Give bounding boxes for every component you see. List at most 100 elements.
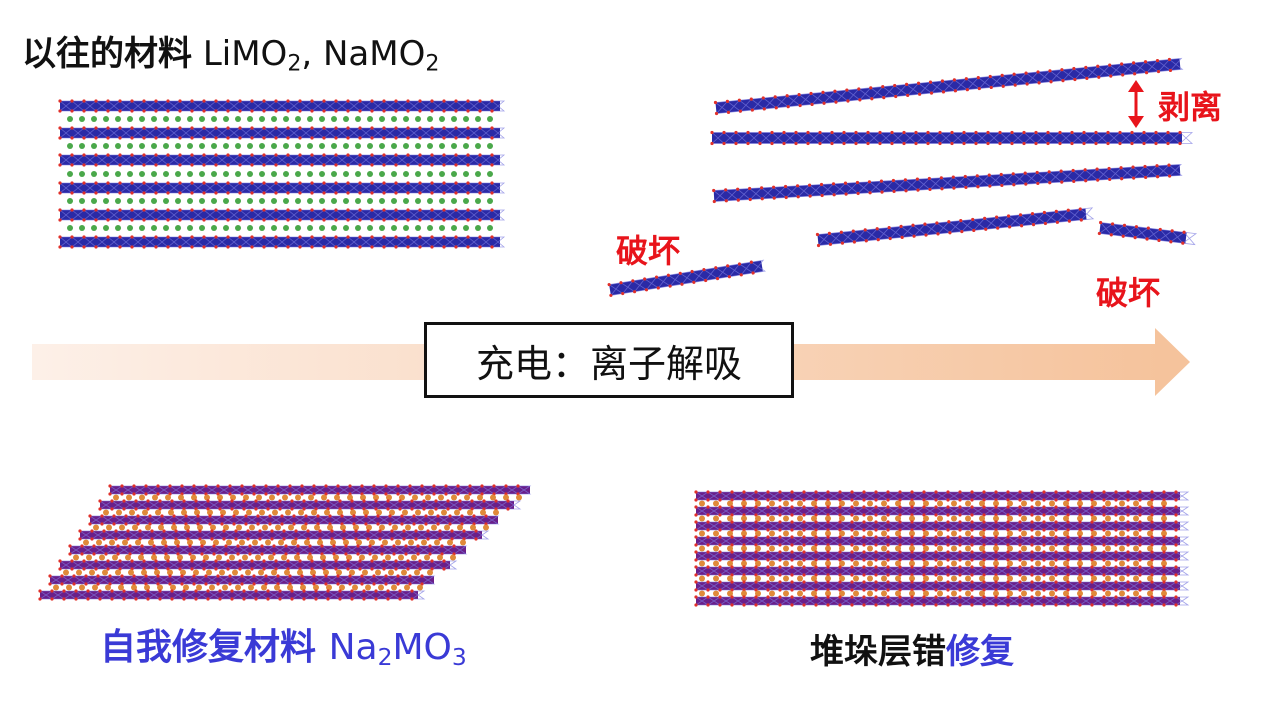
- oxygen-atom: [130, 181, 134, 185]
- oxygen-atom: [480, 484, 484, 488]
- oxygen-atom: [166, 109, 170, 113]
- oxygen-atom: [162, 529, 166, 533]
- oxygen-atom: [226, 245, 230, 249]
- oxygen-atom: [88, 514, 92, 518]
- oxygen-atom: [322, 559, 326, 563]
- oxygen-atom: [450, 529, 454, 533]
- ion-atom: [187, 143, 193, 149]
- ion-atom: [200, 539, 206, 546]
- oxygen-atom: [58, 235, 62, 239]
- oxygen-atom: [394, 153, 398, 157]
- oxygen-atom: [58, 181, 62, 185]
- oxygen-atom: [946, 520, 950, 524]
- oxygen-atom: [846, 99, 850, 103]
- oxygen-atom: [643, 277, 647, 281]
- oxygen-atom: [1042, 505, 1046, 509]
- oxygen-atom: [118, 126, 122, 130]
- ion-atom: [881, 590, 887, 597]
- oxygen-atom: [310, 109, 314, 113]
- ion-atom: [76, 569, 82, 576]
- oxygen-atom: [166, 235, 170, 239]
- oxygen-atom: [886, 543, 890, 547]
- oxygen-atom: [132, 574, 136, 578]
- ion-atom: [464, 494, 470, 501]
- oxygen-atom: [168, 582, 172, 586]
- oxygen-atom: [166, 191, 170, 195]
- oxygen-atom: [214, 153, 218, 157]
- ion-atom: [333, 554, 339, 561]
- ion-atom: [141, 569, 147, 576]
- oxygen-atom: [438, 529, 442, 533]
- oxygen-atom: [390, 529, 394, 533]
- oxygen-atom: [478, 99, 482, 103]
- oxygen-atom: [288, 574, 292, 578]
- oxygen-atom: [1066, 490, 1070, 494]
- ion-atom: [951, 515, 957, 522]
- oxygen-atom: [960, 229, 964, 234]
- oxygen-atom: [1066, 595, 1070, 599]
- oxygen-atom: [742, 520, 746, 524]
- ion-atom: [307, 143, 313, 149]
- oxygen-atom: [368, 552, 372, 556]
- oxygen-atom: [1167, 57, 1172, 62]
- oxygen-atom: [386, 507, 390, 511]
- oxygen-atom: [898, 520, 902, 524]
- oxygen-atom: [82, 126, 86, 130]
- oxygen-atom: [730, 580, 734, 584]
- oxygen-atom: [442, 99, 446, 103]
- oxygen-atom: [202, 208, 206, 212]
- oxygen-atom: [1090, 535, 1094, 539]
- ion-atom: [79, 116, 85, 122]
- ion-atom: [727, 590, 733, 597]
- oxygen-atom: [737, 262, 742, 266]
- ion-atom: [1063, 500, 1069, 507]
- oxygen-atom: [814, 520, 818, 524]
- oxygen-atom: [358, 218, 362, 222]
- ion-atom: [193, 569, 199, 576]
- oxygen-atom: [1042, 588, 1046, 592]
- oxygen-atom: [238, 99, 242, 103]
- oxygen-atom: [274, 218, 278, 222]
- oxygen-atom: [814, 550, 818, 554]
- oxygen-atom: [1174, 603, 1178, 607]
- oxygen-atom: [922, 505, 926, 509]
- oxygen-atom: [442, 153, 446, 157]
- oxygen-atom: [814, 565, 818, 569]
- oxygen-atom: [58, 153, 62, 157]
- ion-atom: [281, 554, 287, 561]
- layer-facet: [452, 545, 468, 555]
- ion-atom: [403, 225, 409, 231]
- oxygen-atom: [154, 153, 158, 157]
- oxygen-atom: [218, 507, 222, 511]
- oxygen-atom: [882, 96, 886, 100]
- oxygen-atom: [1146, 226, 1150, 230]
- oxygen-atom: [832, 193, 836, 197]
- oxygen-atom: [802, 490, 806, 494]
- oxygen-atom: [1102, 588, 1106, 592]
- layer-facet: [490, 182, 506, 194]
- oxygen-atom: [430, 218, 434, 222]
- ion-atom: [317, 539, 323, 546]
- oxygen-atom: [766, 550, 770, 554]
- oxygen-atom: [358, 191, 362, 195]
- ion-atom: [355, 225, 361, 231]
- oxygen-atom: [382, 153, 386, 157]
- oxygen-atom: [910, 580, 914, 584]
- oxygen-atom: [82, 235, 86, 239]
- oxygen-atom: [454, 191, 458, 195]
- oxygen-atom: [348, 484, 352, 488]
- oxygen-atom: [134, 597, 138, 601]
- oxygen-atom: [866, 141, 870, 146]
- ion-atom: [178, 494, 184, 501]
- oxygen-atom: [802, 520, 806, 524]
- oxygen-atom: [350, 499, 354, 503]
- oxygen-atom: [1097, 75, 1101, 79]
- oxygen-atom: [466, 126, 470, 130]
- layer-body: [60, 237, 500, 247]
- ion-atom: [343, 116, 349, 122]
- oxygen-atom: [298, 153, 302, 157]
- oxygen-atom: [490, 181, 494, 185]
- ion-atom: [262, 524, 268, 531]
- oxygen-atom: [798, 103, 802, 108]
- oxygen-atom: [766, 573, 770, 577]
